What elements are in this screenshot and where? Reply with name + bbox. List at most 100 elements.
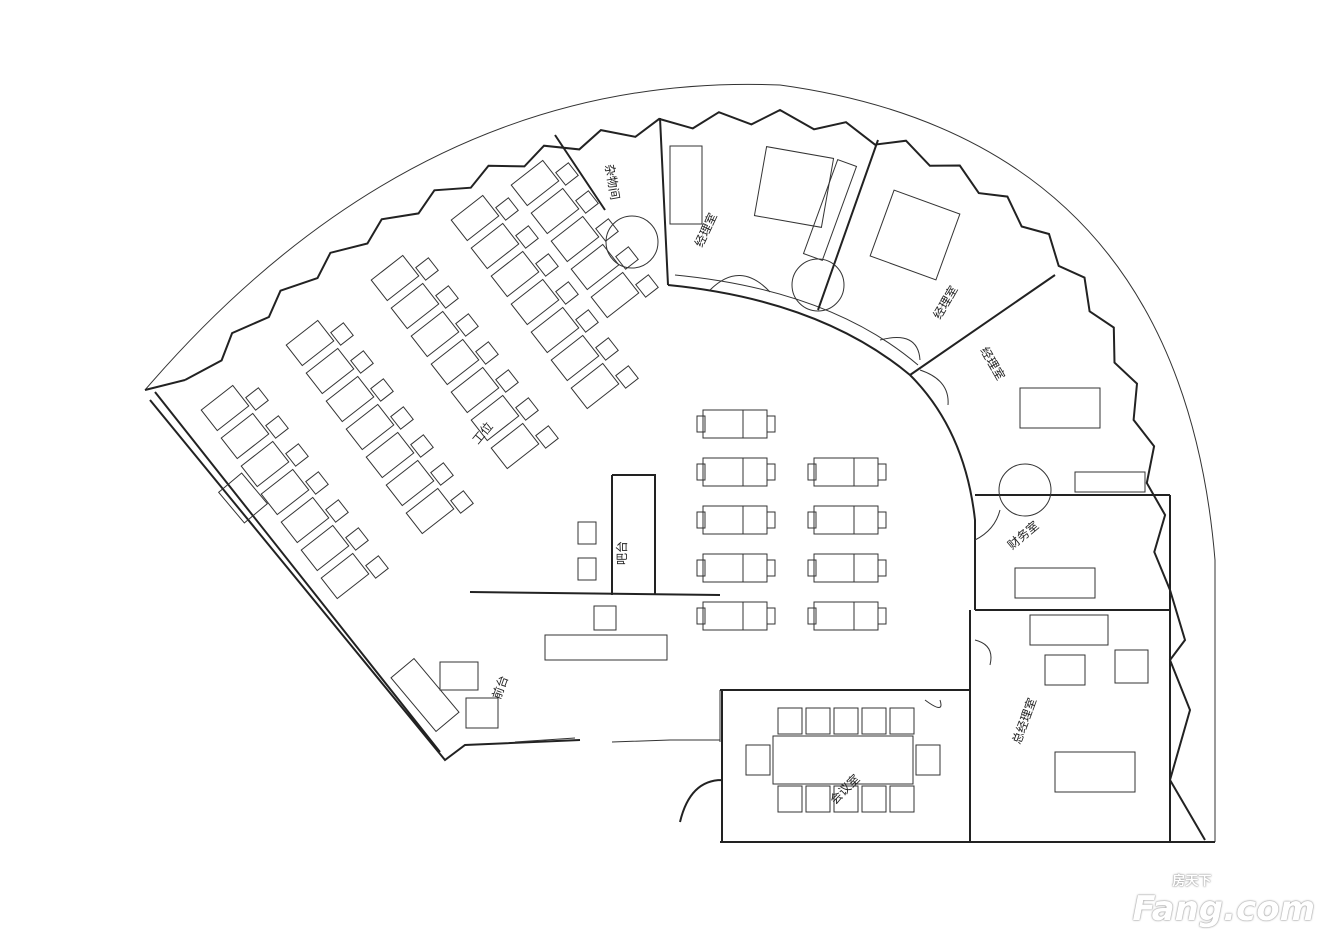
entrance-door [514, 690, 721, 743]
watermark-cn: 房天下 [1172, 874, 1212, 889]
chair [766, 607, 776, 625]
meeting-chair [745, 744, 771, 776]
room-label-manager-2: 经理室 [930, 283, 961, 322]
chair [696, 463, 706, 481]
workstation-desk [200, 384, 250, 432]
workstation-chair [595, 337, 619, 361]
chair [807, 607, 817, 625]
column-round [791, 258, 845, 312]
workstation-desk [365, 431, 415, 479]
workstation-chair [495, 197, 519, 221]
room-label-finance: 财务室 [1004, 518, 1041, 553]
workstation-chair [555, 281, 579, 305]
window-zigzag [184, 108, 1206, 841]
workstation-chair [415, 257, 439, 281]
workstation-desk [470, 394, 520, 442]
desk [742, 505, 768, 535]
desk [702, 505, 744, 535]
watermark-en: Fang.com [1132, 889, 1315, 929]
meeting-chair [915, 744, 941, 776]
meeting-chair [777, 785, 803, 813]
workstation-chair [535, 425, 559, 449]
desk [853, 505, 879, 535]
sofa [1029, 614, 1109, 646]
workstation-chair [430, 462, 454, 486]
workstation-chair [265, 415, 289, 439]
column [217, 472, 269, 524]
outer-curved-wall [144, 83, 1216, 842]
workstation-desk [390, 282, 440, 330]
reception-desk [544, 634, 668, 661]
chair [877, 511, 887, 529]
desk [702, 553, 744, 583]
workstation-desk [240, 440, 290, 488]
manager-desk [1019, 387, 1101, 429]
workstation-chair [285, 443, 309, 467]
workstation-chair [245, 387, 269, 411]
sofa [390, 657, 460, 733]
chair [766, 559, 776, 577]
storage-wall [554, 117, 669, 286]
room-label-meeting: 会议室 [827, 771, 863, 807]
watermark-logo: 房天下 Fang.com [1132, 874, 1315, 928]
workstation-desk [530, 306, 580, 354]
inner-corridor-arc [667, 284, 976, 610]
workstation-chair [515, 397, 539, 421]
workstation-chair [330, 322, 354, 346]
chair [877, 463, 887, 481]
desk [853, 601, 879, 631]
armchair [1114, 649, 1149, 684]
workstation-desk [450, 194, 500, 242]
desk [853, 553, 879, 583]
desk [702, 409, 744, 439]
bar-stool [577, 521, 597, 545]
finance-desk [1014, 567, 1096, 599]
chair [696, 607, 706, 625]
workstation-desk [490, 422, 540, 470]
meeting-chair [889, 707, 915, 735]
workstation-desk [385, 459, 435, 507]
chair [807, 463, 817, 481]
door-swing [709, 275, 1001, 708]
workstation-desk [550, 334, 600, 382]
workstation-chair [575, 190, 599, 214]
cabinet [802, 158, 858, 262]
inner-corridor-arc-2 [674, 274, 919, 366]
workstation-chair [325, 499, 349, 523]
bar-counter [469, 474, 721, 596]
meeting-chair [833, 707, 859, 735]
meeting-chair [805, 707, 831, 735]
workstation-chair [365, 555, 389, 579]
workstation-chair [515, 225, 539, 249]
workstation-desk [530, 187, 580, 235]
reception-chair [593, 605, 617, 631]
desk [702, 457, 744, 487]
workstation-desk [430, 338, 480, 386]
meeting-chair [777, 707, 803, 735]
manager-desk [869, 189, 961, 281]
workstation-chair [450, 490, 474, 514]
room-label-reception: 前台 [489, 673, 511, 701]
armchair [465, 697, 499, 729]
workstation-desk [405, 487, 455, 535]
workstation-desk [570, 362, 620, 410]
gm-desk [1054, 751, 1136, 793]
workstation-desk [320, 552, 370, 600]
workstation-desk [450, 366, 500, 414]
meeting-table [772, 735, 914, 785]
column-round [998, 463, 1052, 517]
workstation-chair [455, 313, 479, 337]
meeting-chair [861, 707, 887, 735]
chair [766, 415, 776, 433]
workstation-desk [285, 319, 335, 367]
coffee-table [439, 661, 479, 691]
workstation-desk [550, 215, 600, 263]
column-round [605, 215, 659, 269]
meeting-chair [805, 785, 831, 813]
workstation-desk [370, 254, 420, 302]
desk [813, 601, 855, 631]
cabinet [1074, 471, 1146, 493]
meeting-chair [833, 785, 859, 813]
chair [877, 559, 887, 577]
